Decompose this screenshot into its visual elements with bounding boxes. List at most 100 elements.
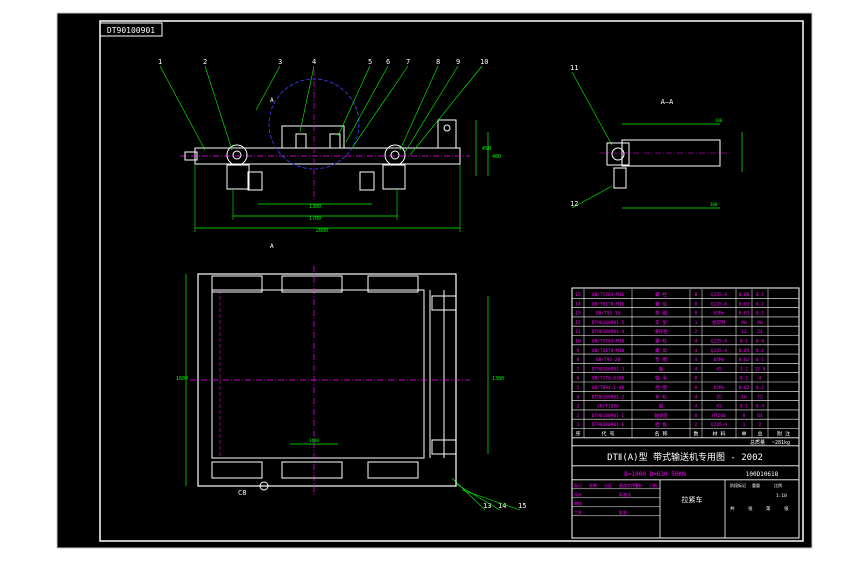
dim-height-1: 450 (482, 146, 491, 152)
table-cell: 挡 圈 (655, 384, 667, 391)
callout-leader (159, 65, 206, 151)
table-cell: Q235-A (711, 422, 728, 428)
front-right-lug (437, 119, 457, 149)
table-cell: 8 (577, 357, 580, 363)
plan-block-top-left (211, 275, 263, 293)
table-cell: 3.2 (740, 366, 748, 372)
table-cell: DT90100901-6 (592, 422, 625, 428)
section-wheel (606, 142, 630, 166)
table-cell: 8 (695, 376, 698, 382)
callout-leader (404, 65, 459, 153)
callout-leader (345, 65, 389, 143)
table-cell: 2 (577, 413, 580, 419)
callout-leader (455, 483, 501, 511)
table-cell: 4 (695, 404, 698, 410)
table-cell: GB/T6170-M20 (592, 348, 625, 354)
table-cell: 螺 母 (655, 347, 667, 354)
table-cell: 4 (695, 394, 698, 400)
callout-number: 9 (456, 58, 460, 66)
front-lower-wheel-right (382, 164, 406, 190)
table-cell: 0.4 (756, 404, 764, 410)
callout-number: 3 (278, 58, 282, 66)
front-lower-wheel-left (226, 164, 250, 190)
table-cell: 0.05 (739, 348, 750, 354)
table-cell: 0.01 (739, 311, 750, 317)
table-cell: GB/T5783-M20 (592, 339, 625, 345)
table-cell: GB/T93-20 (596, 357, 621, 363)
signature-cell: 日期 (649, 482, 657, 488)
table-cell: GB/T1096 (597, 404, 619, 410)
callout-number: 11 (570, 64, 578, 72)
table-header-cell: 单 (741, 431, 746, 438)
table-cell: 0.1 (756, 311, 764, 317)
plan-dim-right-text: 1380 (492, 376, 504, 382)
main-title: DTⅡ(A)型 带式输送机专用图 - 2002 (607, 451, 763, 463)
front-bracket-lug-right (329, 133, 341, 149)
table-cell: 1 (577, 422, 580, 428)
table-cell: 组焊件 (712, 319, 726, 326)
table-cell: 65Mn (714, 357, 725, 363)
section-view: A—A 100 300 (600, 98, 743, 209)
signature-cell: 批准 (619, 509, 627, 515)
signature-cell: 审核 (574, 500, 582, 506)
detail-label: C8 (238, 489, 246, 497)
front-view: 2800 1700 1300 450 480 A A (180, 70, 501, 250)
table-cell: 螺 母 (655, 300, 667, 307)
table-cell: 7 (577, 366, 580, 372)
table-cell: 96 (757, 320, 763, 326)
table-cell: 轴 (659, 365, 664, 372)
table-cell: 10 (575, 339, 581, 345)
table-cell: 2 (695, 422, 698, 428)
table-cell: 5 (577, 385, 580, 391)
table-cell: 14 (575, 301, 581, 307)
table-cell: 8 (695, 292, 698, 298)
callout-leader (409, 65, 483, 156)
front-bracket-lug-left (295, 133, 307, 149)
table-cell: 45 (716, 404, 722, 410)
callout-number: 13 (483, 502, 491, 510)
table-cell: 15 (575, 292, 581, 298)
dim-height-2: 480 (492, 154, 501, 160)
table-cell: DT90100901-2 (592, 394, 625, 400)
table-cell: DT90100901-1 (592, 413, 625, 419)
section-dim-top-text: 100 (715, 118, 723, 123)
table-header-cell: 附 注 (777, 431, 790, 438)
scale-value: 1:10 (776, 493, 787, 499)
plan-pulley-top (431, 295, 457, 311)
callout-leader (351, 65, 409, 149)
table-header-cell: 总 (757, 431, 762, 438)
callout-number: 15 (518, 502, 526, 510)
front-bracket-right (359, 171, 375, 191)
table-cell: 13 (575, 311, 581, 317)
table-cell: 0.2 (756, 301, 764, 307)
table-cell: GB/T5783-M16 (592, 292, 625, 298)
callout-leader (461, 489, 521, 511)
table-cell: Q235-A (711, 301, 728, 307)
table-cell: 0.2 (756, 385, 764, 391)
table-cell: 9 (577, 348, 580, 354)
plan-block-bottom-center (281, 461, 343, 479)
table-cell: 2 (759, 422, 762, 428)
table-cell: 0.02 (739, 357, 750, 363)
table-cell: 18 (741, 394, 747, 400)
plan-block-top-center (281, 275, 343, 293)
sheet-label: 共 (730, 505, 735, 512)
table-cell: 8 (695, 301, 698, 307)
table-cell: GB/T6170-M16 (592, 301, 625, 307)
table-cell: DT90100901-5 (592, 320, 625, 326)
weight-label: 总质量 (750, 439, 765, 446)
table-header-cell: 代 号 (601, 431, 614, 438)
table-cell: 垫 圈 (655, 310, 667, 317)
front-wheel-right-hub (390, 150, 400, 160)
table-cell: 4 (695, 357, 698, 363)
section-dim-bottom-text: 300 (710, 202, 718, 207)
front-bracket-left (247, 171, 263, 191)
plan-pulley-bottom (431, 439, 457, 455)
front-right-lug-hole (443, 124, 451, 132)
signature-cell: 标准化 (619, 491, 631, 497)
table-cell: 0.06 (739, 292, 750, 298)
signature-cell: 更改文件号 (619, 482, 639, 488)
